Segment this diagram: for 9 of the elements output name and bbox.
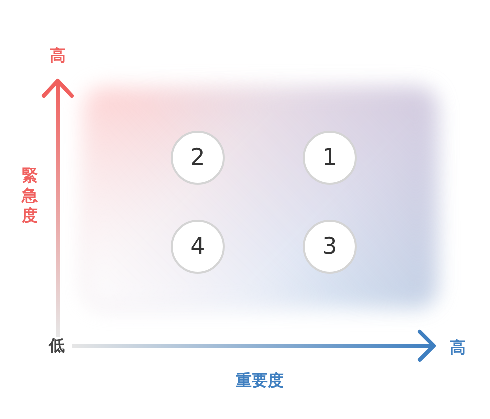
- axis-label: 低: [49, 338, 65, 354]
- axis-label: 高: [450, 340, 466, 356]
- axis-label: 高: [50, 48, 66, 64]
- axis-label: 重要度: [236, 373, 284, 389]
- quadrant-circle: 4: [171, 220, 225, 274]
- quadrant-circle: 3: [303, 220, 357, 274]
- quadrant-circle: 1: [303, 131, 357, 185]
- quadrant-circle: 2: [171, 131, 225, 185]
- axis-label: 緊急度: [22, 166, 39, 226]
